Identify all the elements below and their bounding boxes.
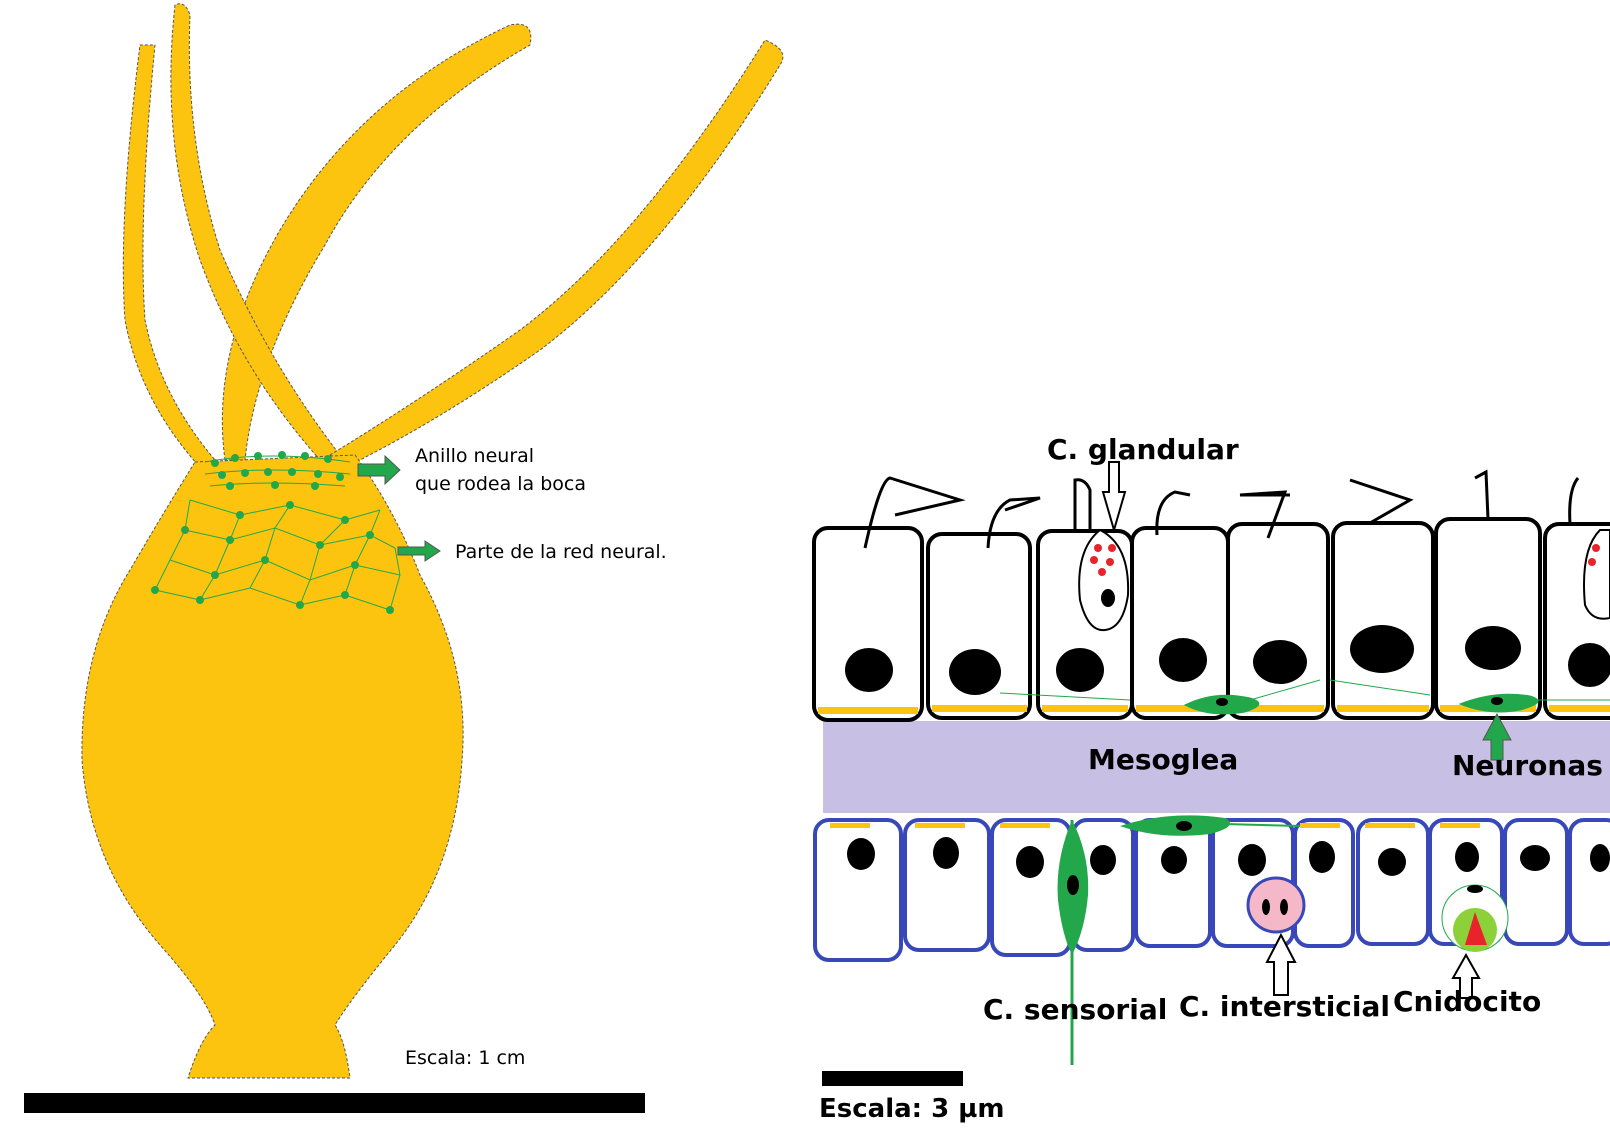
gland-cell-2 — [1583, 529, 1610, 620]
scale-bar-right — [822, 1071, 963, 1086]
nerve-net — [154, 499, 401, 611]
epidermis-cells — [812, 517, 1610, 722]
label-mesoglea: Mesoglea — [1088, 743, 1239, 776]
tentacle-4 — [328, 39, 784, 466]
label-glandular: C. glandular — [1047, 433, 1239, 466]
hydra-column — [81, 454, 464, 1079]
gastrodermis-cells — [813, 818, 1610, 962]
label-sensorial: C. sensorial — [983, 993, 1168, 1026]
label-cnidocito: Cnidocito — [1393, 985, 1542, 1018]
tentacle-3 — [170, 3, 341, 461]
gastrodermis-basal-layer — [830, 823, 1480, 828]
glandular-arrow — [1101, 461, 1127, 534]
label-net: Parte de la red neural. — [455, 541, 667, 563]
sensory-cell — [1057, 820, 1089, 1065]
net-arrow — [397, 540, 441, 562]
gland-cell — [1078, 528, 1130, 632]
neuronas-arrow — [1482, 712, 1512, 761]
epidermis-nuclei — [845, 625, 1610, 695]
cnidocito-arrow — [1451, 952, 1481, 999]
nerve-ring-neurons — [211, 451, 344, 490]
tissue-section — [812, 461, 1610, 1086]
intersticial-arrow — [1265, 932, 1297, 996]
scale-label-right: Escala: 3 µm — [819, 1094, 1005, 1124]
gastrodermis-nuclei — [847, 837, 1610, 878]
scale-label-left: Escala: 1 cm — [405, 1047, 526, 1069]
cilia — [863, 469, 1580, 549]
neuron-nucleus-2 — [1491, 697, 1503, 705]
label-intersticial: C. intersticial — [1179, 990, 1390, 1023]
cnidocyte — [1441, 884, 1509, 952]
ring-arrow — [357, 454, 401, 486]
neuron-lower — [1120, 815, 1301, 836]
interstitial-cell — [1246, 876, 1306, 934]
mesoglea-layer — [823, 721, 1610, 813]
label-ring-line1: Anillo neural — [415, 445, 535, 467]
nerve-net-neurons — [151, 501, 394, 614]
tentacle-1 — [122, 44, 216, 466]
label-ring-line2: que rodea la boca — [415, 473, 587, 495]
neuron-nucleus-1 — [1216, 698, 1228, 706]
tentacle-2 — [221, 23, 532, 461]
scale-bar-left — [24, 1093, 645, 1113]
hydra-body — [24, 3, 784, 1113]
label-neuronas: Neuronas — [1452, 749, 1603, 782]
